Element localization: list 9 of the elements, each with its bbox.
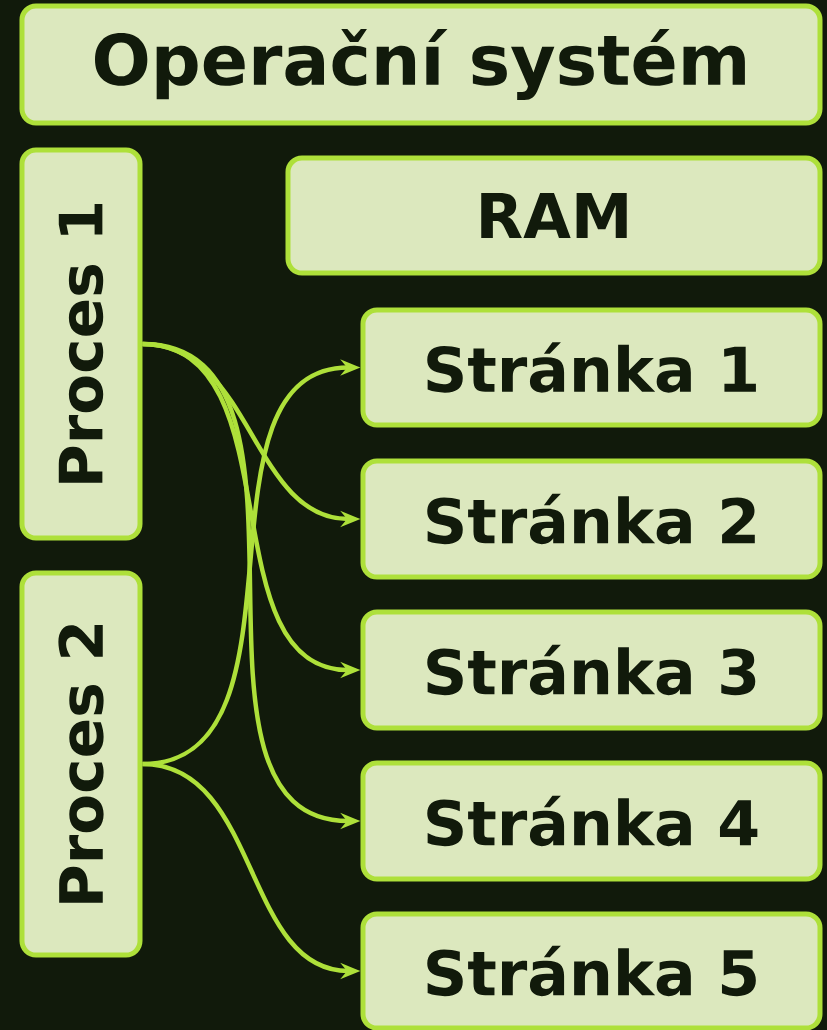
process-box: Proces 1 <box>19 147 143 541</box>
page-box: Stránka 2 <box>360 458 823 580</box>
title-box: Operační systém <box>19 3 823 126</box>
page-box: Stránka 5 <box>360 911 823 1030</box>
page-box: Stránka 4 <box>360 760 823 882</box>
memory-box: RAM <box>285 155 823 276</box>
process-box: Proces 2 <box>19 570 143 958</box>
page-box: Stránka 1 <box>360 307 823 428</box>
page-box: Stránka 3 <box>360 609 823 731</box>
